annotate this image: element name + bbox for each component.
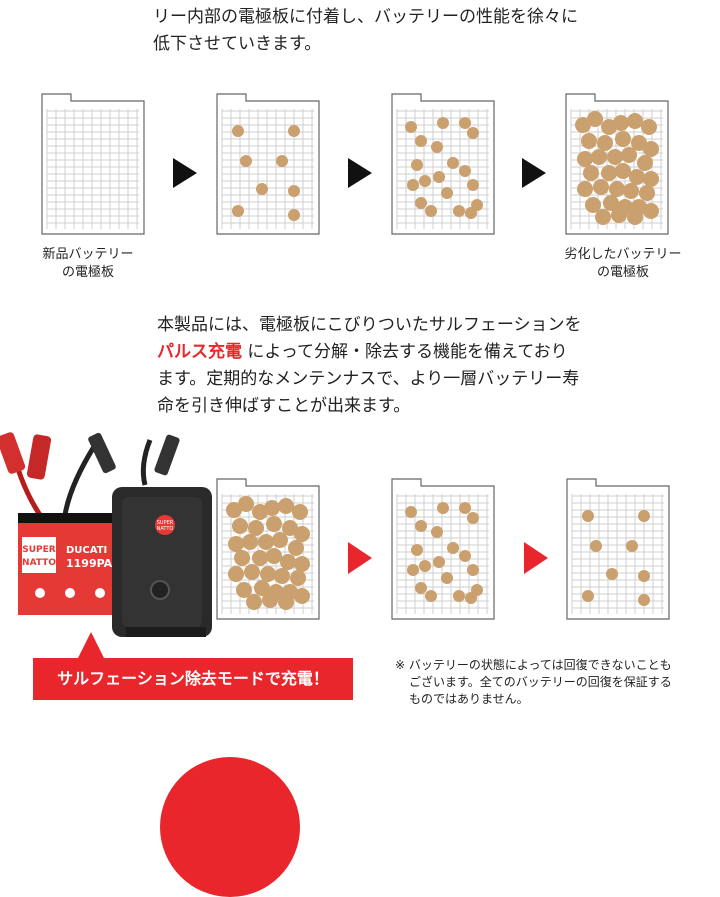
plate-degraded <box>565 93 669 235</box>
battery-model-bottom: 1199PANI <box>66 557 125 570</box>
plate-new <box>41 93 145 235</box>
body-text: 本製品には、電極板にこびりついたサルフェーションを パルス充電 によって分解・除… <box>157 315 582 416</box>
charger-badge-top: SUPER <box>157 520 174 526</box>
plate-recovered <box>566 478 670 620</box>
label-degraded-plate: 劣化したバッテリー の電極板 <box>564 247 682 280</box>
arrow-icon <box>522 158 546 188</box>
arrow-icon <box>348 542 372 574</box>
product-illustration: SUPER NATTO DUCATI 1199PANI SUPER NATTO <box>0 425 215 645</box>
plate-stage-2 <box>391 93 495 235</box>
plate-charging <box>391 478 495 620</box>
section-emblem <box>160 757 300 897</box>
arrow-icon <box>348 158 372 188</box>
plate-stage-1 <box>216 93 320 235</box>
banner-pointer <box>78 632 104 658</box>
label-new-plate: 新品バッテリー の電極板 <box>42 247 134 280</box>
battery-brand-bottom: NATTO <box>22 558 56 568</box>
arrow-icon <box>173 158 197 188</box>
charger-badge-bottom: NATTO <box>157 526 174 532</box>
battery-brand-top: SUPER <box>22 545 56 555</box>
plate-before-charge <box>216 478 320 620</box>
battery-model-top: DUCATI <box>66 545 107 556</box>
pulse-charge-highlight: パルス充電 <box>157 342 242 362</box>
intro-text: リー内部の電極板に付着し、バッテリーの性能を徐々に 低下させていきます。 <box>153 7 578 54</box>
disclaimer-note: ※ バッテリーの状態によっては回復できないことも ございます。全てのバッテリーの… <box>395 658 672 706</box>
arrow-icon <box>524 542 548 574</box>
sulfation-mode-banner: サルフェーション除去モードで充電！ <box>33 658 353 700</box>
